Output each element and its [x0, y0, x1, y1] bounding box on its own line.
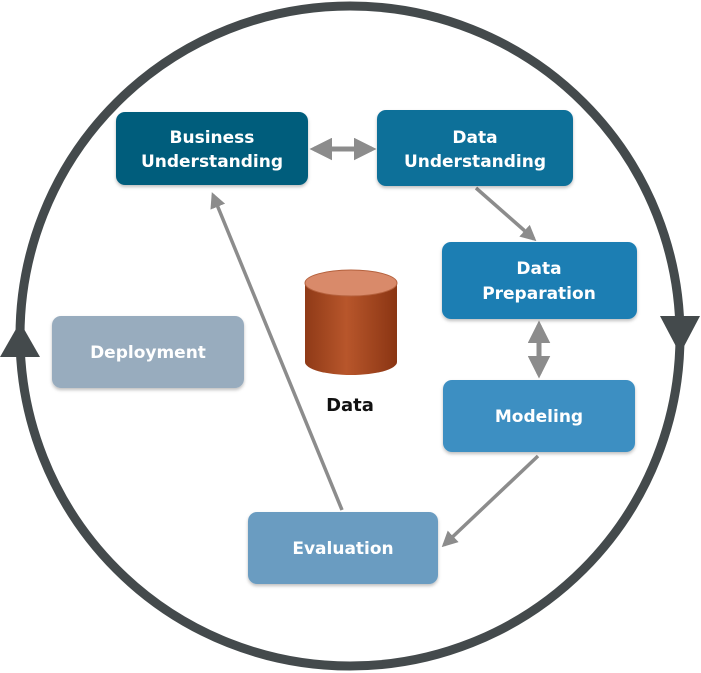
phase-business-understanding[interactable]: Business Understanding [116, 112, 308, 185]
phase-label: Modeling [495, 407, 583, 427]
phase-label-line2: Preparation [482, 284, 596, 304]
phase-data-understanding[interactable]: Data Understanding [377, 110, 573, 186]
data-store[interactable]: Data [304, 269, 398, 416]
phase-label-line1: Data [452, 128, 497, 148]
data-store-label: Data [326, 395, 374, 416]
phase-box [52, 316, 244, 388]
phase-box [116, 112, 308, 185]
phase-label: Evaluation [292, 539, 393, 559]
phase-modeling[interactable]: Modeling [443, 380, 635, 452]
phase-box [377, 110, 573, 186]
phase-label-line1: Data [516, 259, 561, 279]
database-cylinder-icon [304, 269, 398, 375]
phase-data-preparation[interactable]: Data Preparation [442, 242, 637, 319]
phase-evaluation[interactable]: Evaluation [248, 512, 438, 584]
phase-label-line2: Understanding [141, 152, 283, 172]
phase-label: Deployment [90, 343, 206, 363]
phase-label-line1: Business [170, 128, 255, 148]
arrow-modeling-evaluation [441, 454, 540, 548]
phase-box [442, 242, 637, 319]
arrow-evaluation-business [210, 192, 344, 511]
phase-deployment[interactable]: Deployment [52, 316, 244, 388]
phase-label-line2: Understanding [404, 152, 546, 172]
cycle-arrow-down-icon [660, 316, 700, 354]
arrow-data-understanding-preparation [474, 186, 537, 242]
phase-box [248, 512, 438, 584]
phase-box [443, 380, 635, 452]
cycle-arrow-up-icon [0, 322, 40, 357]
